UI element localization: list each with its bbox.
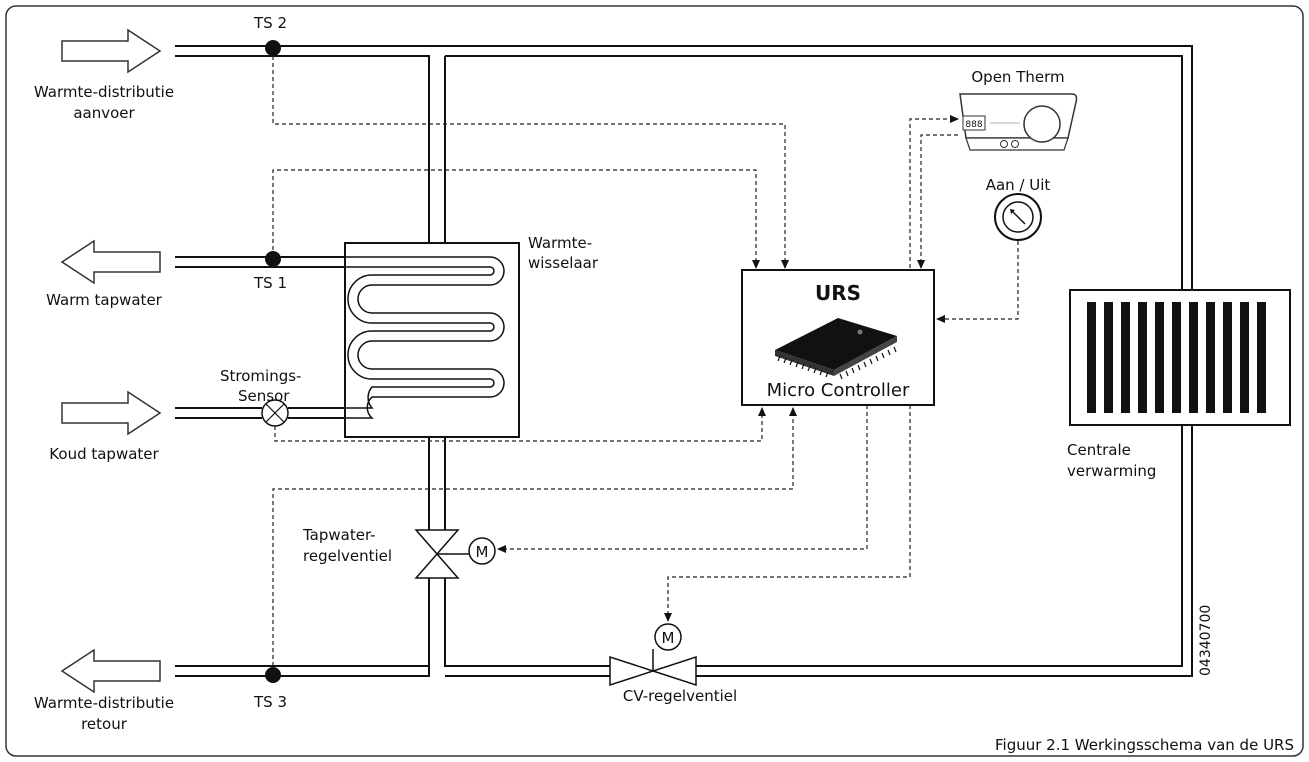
outer-frame [5, 5, 1304, 757]
cv-valve-motor: M [654, 623, 682, 651]
tapwater-valve-label-2: regelventiel [303, 547, 392, 565]
heat-exchanger [344, 242, 520, 438]
supply-label-2: aanvoer [73, 104, 135, 122]
cold-tapwater-label: Koud tapwater [49, 445, 159, 463]
open-therm-label: Open Therm [971, 68, 1064, 86]
return-label-2: retour [81, 715, 128, 733]
figure-caption: Figuur 2.1 Werkingsschema van de URS [995, 736, 1294, 754]
heat-exchanger-label-2: wisselaar [528, 254, 599, 272]
warm-tapwater-label: Warm tapwater [46, 291, 163, 309]
supply-inlet-arrow [61, 28, 162, 74]
tapwater-valve-motor: M [468, 537, 496, 565]
ts3-label: TS 3 [253, 693, 287, 711]
thermostat-display: 888 [965, 120, 982, 130]
central-heating-label-1: Centrale [1067, 441, 1131, 459]
microchip-icon [775, 318, 897, 380]
return-label-1: Warmte-distributie [34, 694, 174, 712]
thermostat-device: 888 [959, 93, 1078, 151]
ts1-label: TS 1 [253, 274, 287, 292]
temperature-sensor-ts2 [265, 40, 281, 56]
aan-uit-label: Aan / Uit [986, 176, 1051, 194]
central-heating-label-2: verwarming [1067, 462, 1156, 480]
cold-tapwater-inlet-arrow [61, 390, 162, 436]
urs-label: URS [815, 281, 861, 305]
drawing-number: 04340700 [1198, 605, 1214, 676]
supply-label-1: Warmte-distributie [34, 83, 174, 101]
tapwater-motor-label: M [476, 543, 489, 561]
tapwater-valve-label-1: Tapwater- [302, 526, 376, 544]
flow-sensor-label-1: Stromings- [220, 367, 301, 385]
temperature-sensor-ts3 [265, 667, 281, 683]
central-heating-radiator [1069, 289, 1291, 426]
cv-valve-label: CV-regelventiel [623, 687, 737, 705]
flow-sensor-label-2: Sensor [238, 387, 290, 405]
micro-controller-label: Micro Controller [767, 380, 910, 401]
dial-switch-icon [994, 193, 1042, 241]
tapwater-control-valve [414, 529, 470, 579]
signal-lines [272, 56, 1019, 666]
cv-control-valve [609, 649, 697, 687]
heat-exchanger-label-1: Warmte- [528, 234, 592, 252]
temperature-sensor-ts1 [265, 251, 281, 267]
cv-motor-label: M [662, 629, 675, 647]
warm-tapwater-outlet-arrow [60, 239, 161, 285]
ts2-label: TS 2 [253, 14, 287, 32]
return-outlet-arrow [60, 648, 161, 694]
